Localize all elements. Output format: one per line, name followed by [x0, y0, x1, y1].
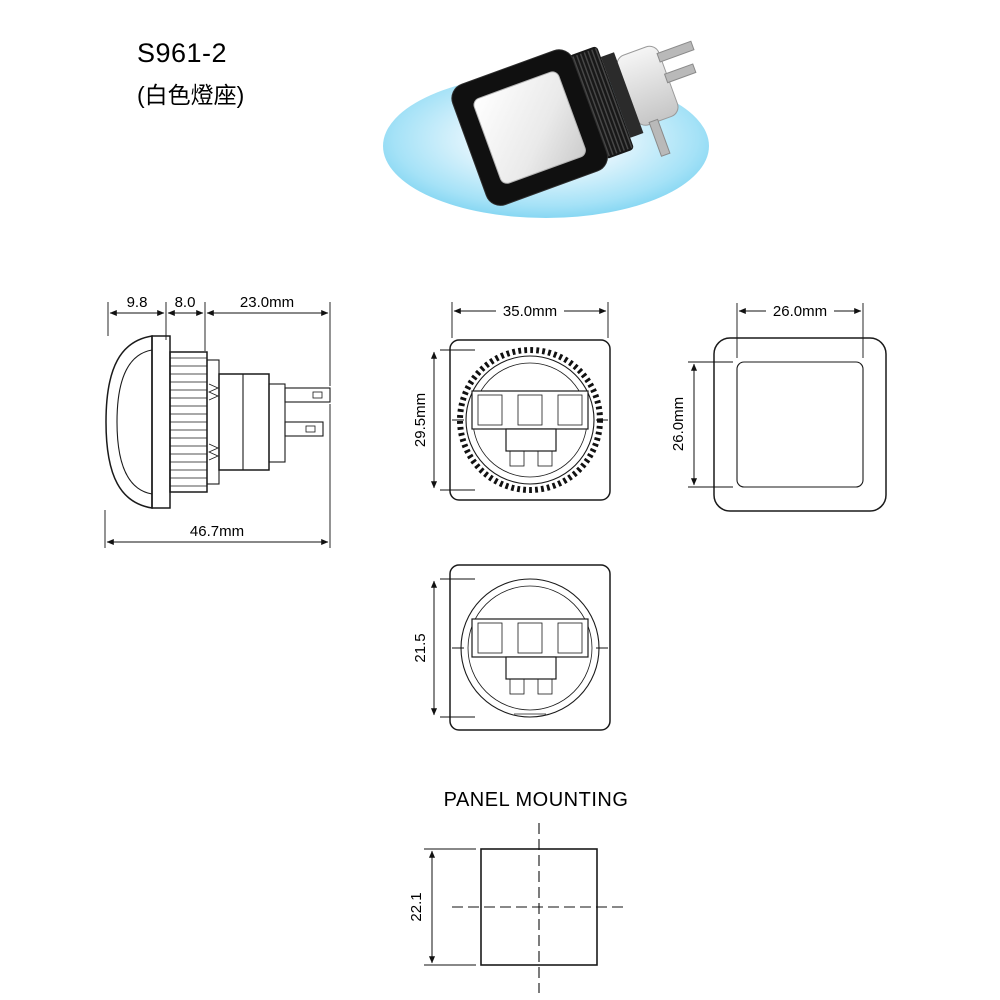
socket-bracket — [505, 428, 557, 452]
lens-dome-profile — [105, 335, 153, 509]
socket-slot — [557, 394, 583, 426]
dim-label-cap: 9.8 — [127, 294, 148, 311]
terminal-pin-icon — [648, 118, 671, 157]
bezel-flange — [151, 335, 171, 509]
terminal-blade — [284, 421, 324, 437]
lamp-socket-band — [471, 390, 589, 430]
socket-slot — [517, 622, 543, 654]
inner-circle — [467, 585, 593, 711]
title-block: S961-2 (白色燈座) — [137, 38, 244, 110]
part-subtitle: (白色燈座) — [137, 82, 245, 108]
witness-lines — [440, 349, 475, 491]
witness-lines — [736, 303, 864, 358]
witness-lines — [104, 404, 331, 548]
socket-prong — [537, 450, 553, 467]
dim-label-height: 26.0mm — [670, 397, 687, 451]
witness-lines — [107, 302, 331, 386]
dim-label-width: 26.0mm — [773, 303, 827, 320]
socket-prong — [537, 678, 553, 695]
contact-springs — [208, 383, 219, 461]
panel-mounting-drawing: 22.1 — [408, 823, 626, 993]
thread-ridges — [572, 48, 633, 157]
switch-photo — [451, 40, 697, 206]
socket-slot — [557, 622, 583, 654]
socket-prong — [509, 678, 525, 695]
face-view-drawing: 26.0mm 26.0mm — [670, 302, 887, 512]
back-view-drawing: 21.5 — [412, 564, 611, 731]
body-step — [268, 383, 286, 463]
front-view-drawing: 35.0mm 29.5mm — [412, 302, 611, 501]
bezel-outline — [449, 339, 611, 501]
socket-prong — [509, 450, 525, 467]
panel-mounting-heading: PANEL MOUNTING — [443, 789, 629, 811]
lamp-holder-neck — [206, 359, 220, 485]
dim-label-height: 21.5 — [412, 633, 429, 662]
terminal-slot — [305, 425, 316, 433]
dim-label-width: 35.0mm — [503, 303, 557, 320]
button-lens-outline — [736, 361, 864, 488]
lamp-socket-band — [471, 618, 589, 658]
dim-label-thread: 8.0 — [175, 294, 196, 311]
witness-lines — [424, 848, 476, 966]
label-bg — [496, 302, 564, 319]
socket-slot — [517, 394, 543, 426]
witness-lines — [440, 578, 475, 718]
part-number: S961-2 — [137, 38, 228, 68]
witness-lines — [688, 361, 733, 488]
thread-lines — [170, 357, 207, 487]
switch-body — [218, 373, 270, 471]
dim-label-cutout: 22.1 — [408, 892, 425, 921]
lens-inner-arc — [116, 349, 153, 495]
body-circle — [465, 355, 595, 485]
switch-collar — [600, 52, 644, 138]
label-bg — [766, 302, 834, 319]
bezel-outline — [449, 564, 611, 731]
terminal-pin-icon — [663, 63, 697, 84]
terminal-slot — [312, 391, 323, 399]
button-cap-outline — [713, 337, 887, 512]
product-photo — [383, 40, 709, 218]
switch-lens — [473, 71, 586, 184]
socket-slot — [477, 394, 503, 426]
terminal-blade — [284, 387, 331, 403]
dim-label-total: 46.7mm — [190, 523, 244, 540]
dim-label-height: 29.5mm — [412, 393, 429, 447]
witness-lines — [451, 302, 609, 338]
terminal-pin-icon — [656, 40, 695, 63]
dim-label-body: 23.0mm — [240, 294, 294, 311]
socket-bracket — [505, 656, 557, 680]
side-view-drawing: 9.8 8.0 23.0mm 46.7mm — [104, 294, 331, 548]
socket-slot — [477, 622, 503, 654]
